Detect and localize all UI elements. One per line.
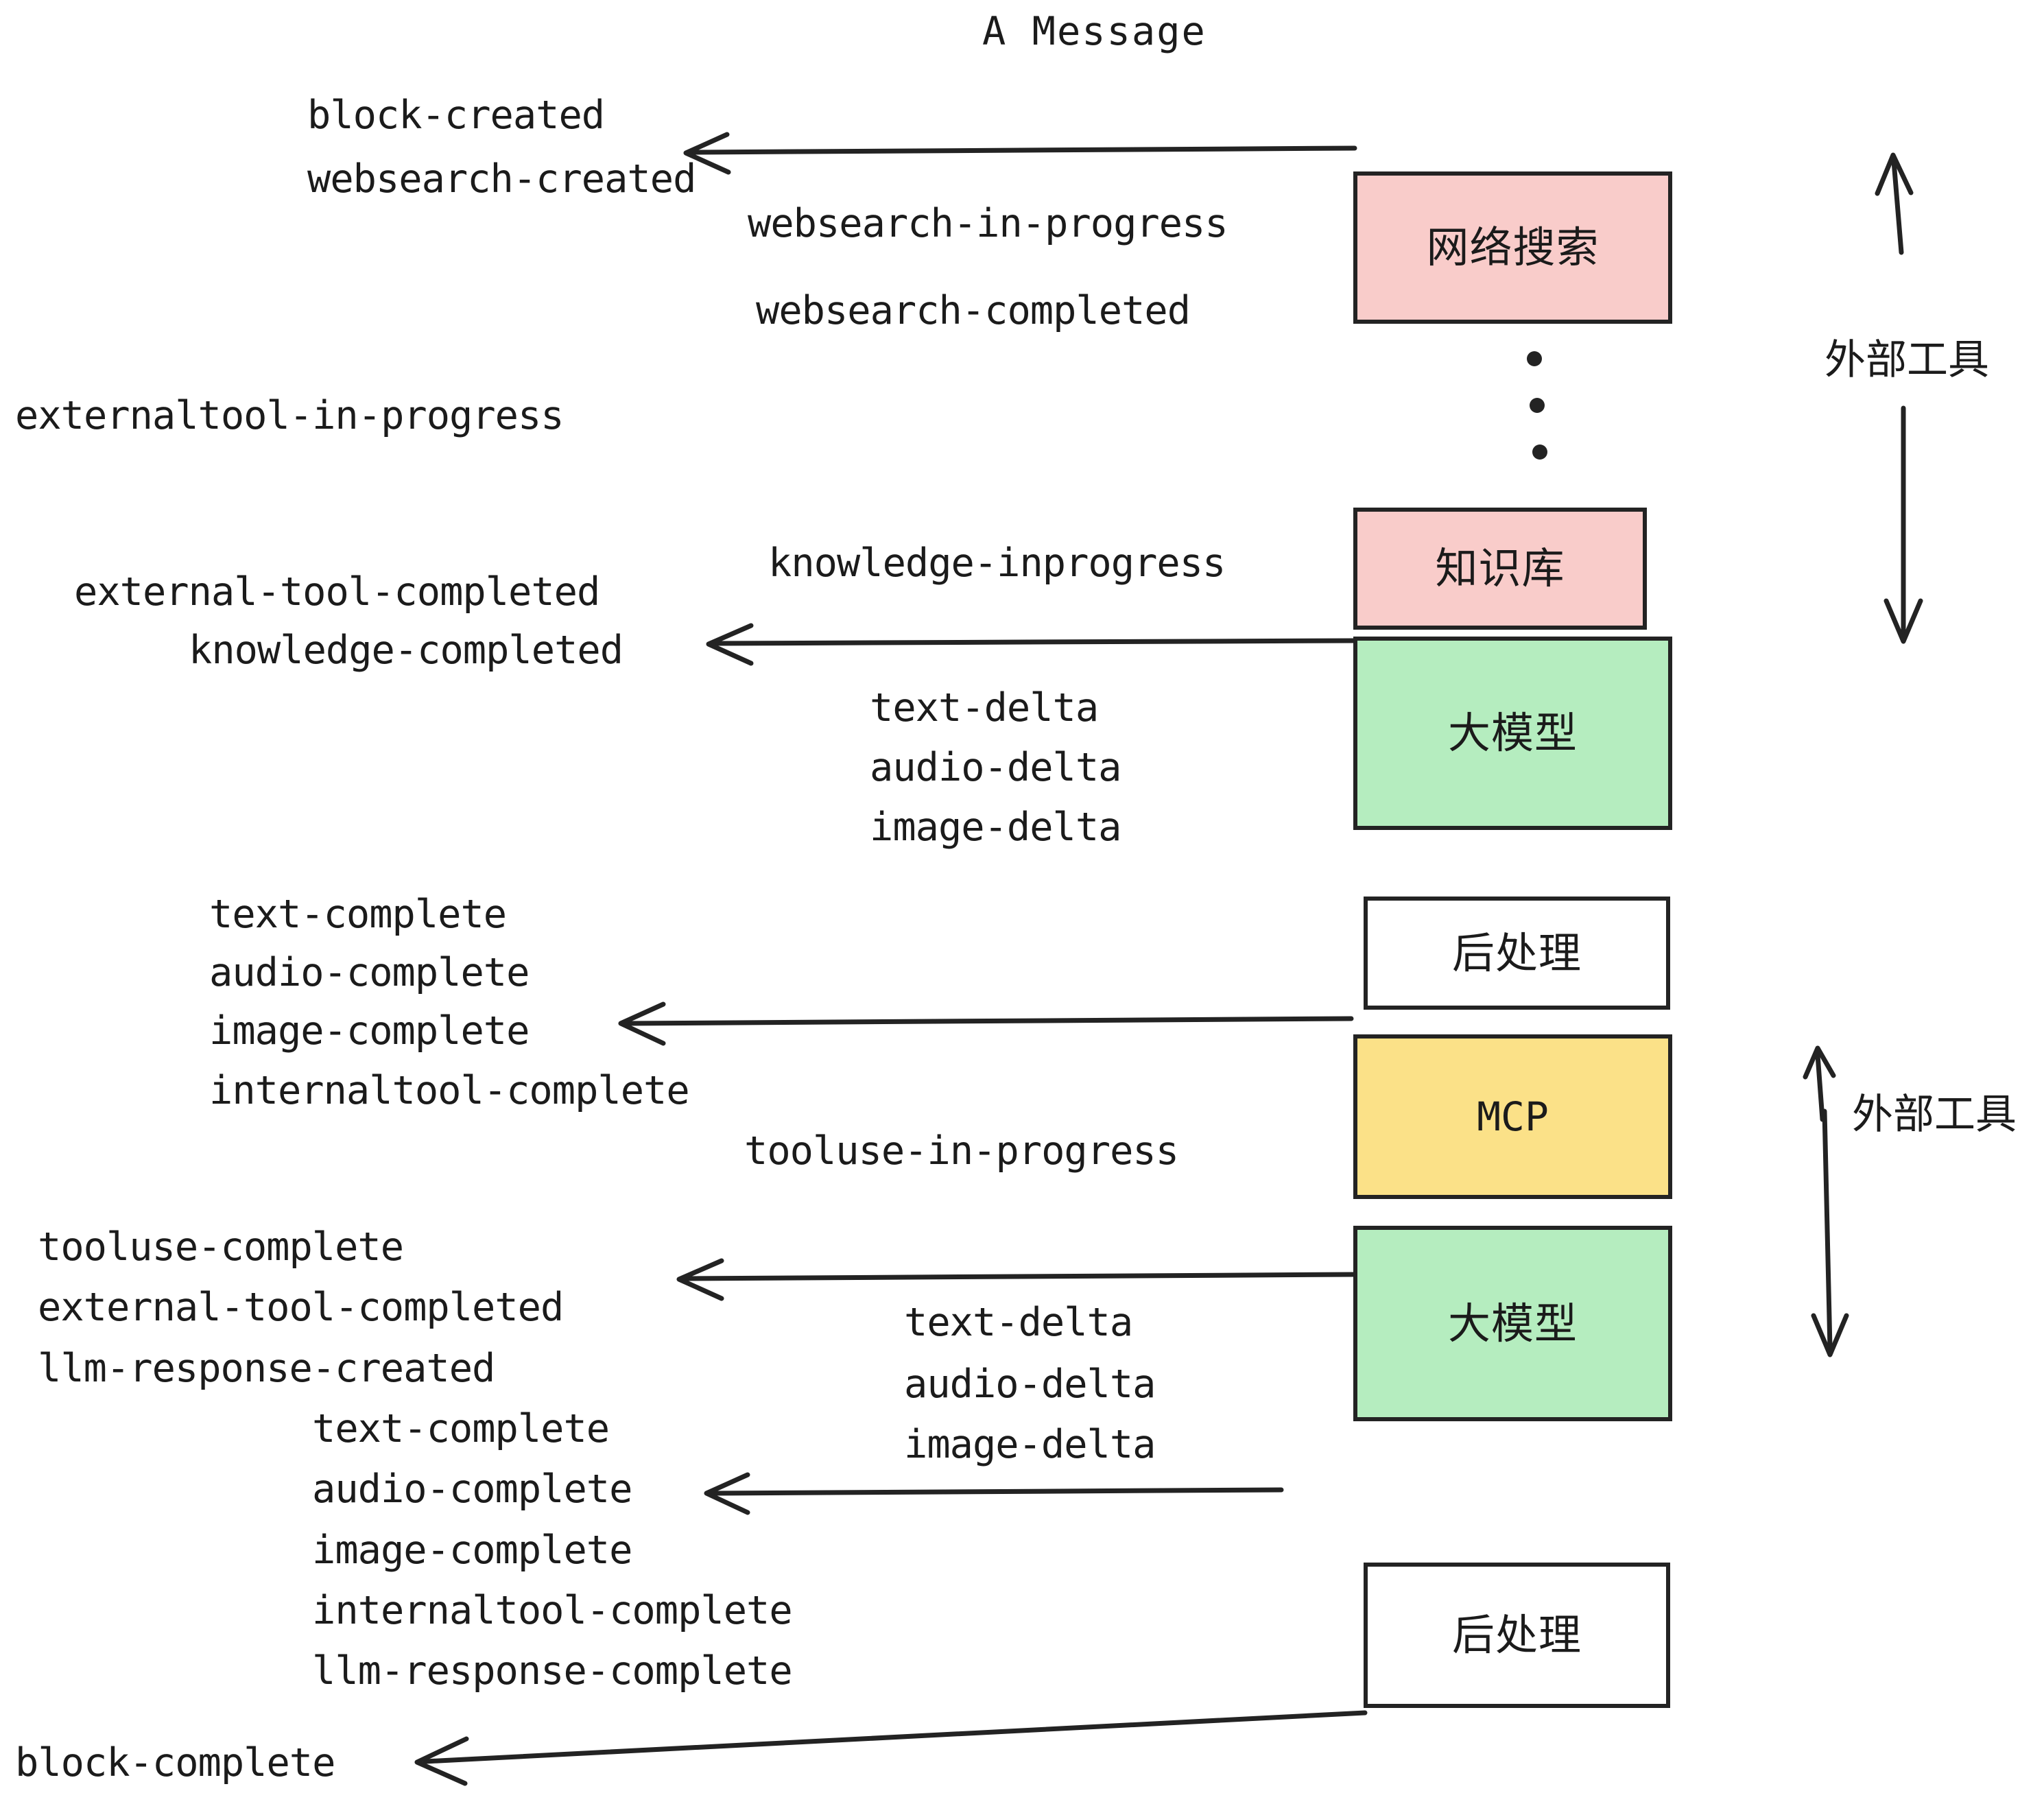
box-mcp[interactable]: MCP <box>1353 1034 1672 1199</box>
event-label-external-tool-completed-second: external-tool-completed <box>38 1285 564 1330</box>
side-label-external-tools-top: 外部工具 <box>1825 336 1989 384</box>
event-label-image-delta-second: image-delta <box>904 1422 1156 1467</box>
event-label-external-tool-completed-first: external-tool-completed <box>74 569 600 615</box>
event-label-text-complete-first: text-complete <box>209 892 507 937</box>
event-label-block-complete: block-complete <box>15 1740 335 1785</box>
box-mcp-label: MCP <box>1477 1093 1549 1140</box>
arrow-image-complete <box>618 1001 1354 1046</box>
arrow-external-tools-down-top <box>1883 405 1923 644</box>
arrow-external-tools-down-bottom <box>1811 1108 1849 1357</box>
event-label-websearch-completed: websearch-completed <box>756 288 1191 333</box>
event-label-text-complete-second: text-complete <box>312 1406 610 1451</box>
event-label-audio-complete-first: audio-complete <box>209 950 530 995</box>
event-label-knowledge-completed: knowledge-completed <box>189 628 623 673</box>
event-label-tooluse-in-progress: tooluse-in-progress <box>744 1128 1179 1174</box>
arrow-knowledge-completed <box>706 623 1356 666</box>
event-label-image-delta-first: image-delta <box>870 805 1121 850</box>
arrow-audio-complete <box>704 1472 1284 1515</box>
event-label-websearch-created: websearch-created <box>307 156 696 202</box>
box-postprocess-second[interactable]: 后处理 <box>1364 1563 1670 1708</box>
box-knowledge[interactable]: 知识库 <box>1353 508 1647 630</box>
box-postprocess-first[interactable]: 后处理 <box>1364 897 1670 1010</box>
event-label-tooluse-complete: tooluse-complete <box>38 1224 404 1270</box>
box-llm-second-label: 大模型 <box>1447 1298 1578 1349</box>
box-postprocess-second-label: 后处理 <box>1451 1610 1582 1660</box>
event-label-websearch-in-progress: websearch-in-progress <box>748 201 1228 246</box>
event-label-image-complete-first: image-complete <box>209 1008 530 1054</box>
box-llm-first[interactable]: 大模型 <box>1353 637 1672 830</box>
page-title: A Message <box>982 9 1207 54</box>
box-knowledge-label: 知识库 <box>1435 543 1565 593</box>
event-label-text-delta-first: text-delta <box>870 685 1099 731</box>
box-websearch[interactable]: 网络搜索 <box>1353 171 1672 324</box>
ellipsis-dot <box>1532 444 1547 460</box>
event-label-internaltool-complete-first: internaltool-complete <box>209 1068 690 1113</box>
event-label-audio-delta-second: audio-delta <box>904 1362 1156 1407</box>
event-label-text-delta-second: text-delta <box>904 1300 1133 1345</box>
ellipsis-dot <box>1527 351 1542 366</box>
event-label-audio-delta-first: audio-delta <box>870 745 1121 790</box>
box-llm-first-label: 大模型 <box>1447 708 1578 758</box>
event-label-image-complete-second: image-complete <box>312 1528 632 1573</box>
box-postprocess-first-label: 后处理 <box>1451 927 1582 978</box>
arrow-block-complete <box>414 1710 1368 1786</box>
arrow-tooluse-complete <box>676 1258 1356 1301</box>
event-label-llm-response-complete: llm-response-complete <box>312 1648 793 1694</box>
box-websearch-label: 网络搜索 <box>1426 222 1600 272</box>
side-label-external-tools-bottom: 外部工具 <box>1852 1091 2017 1139</box>
event-label-block-created: block-created <box>307 93 605 138</box>
ellipsis-dot <box>1530 398 1545 413</box>
event-label-llm-response-created: llm-response-created <box>38 1346 495 1391</box>
arrow-external-tools-up-bottom <box>1803 1045 1836 1122</box>
event-label-audio-complete-second: audio-complete <box>312 1467 632 1512</box>
event-label-internaltool-complete-second: internaltool-complete <box>312 1588 793 1633</box>
box-llm-second[interactable]: 大模型 <box>1353 1226 1672 1421</box>
arrow-external-tools-up-top <box>1875 152 1914 255</box>
event-label-knowledge-inprogress: knowledge-inprogress <box>768 541 1226 586</box>
event-label-externaltool-in-progress: externaltool-in-progress <box>15 393 565 438</box>
arrow-websearch-created <box>683 132 1357 175</box>
